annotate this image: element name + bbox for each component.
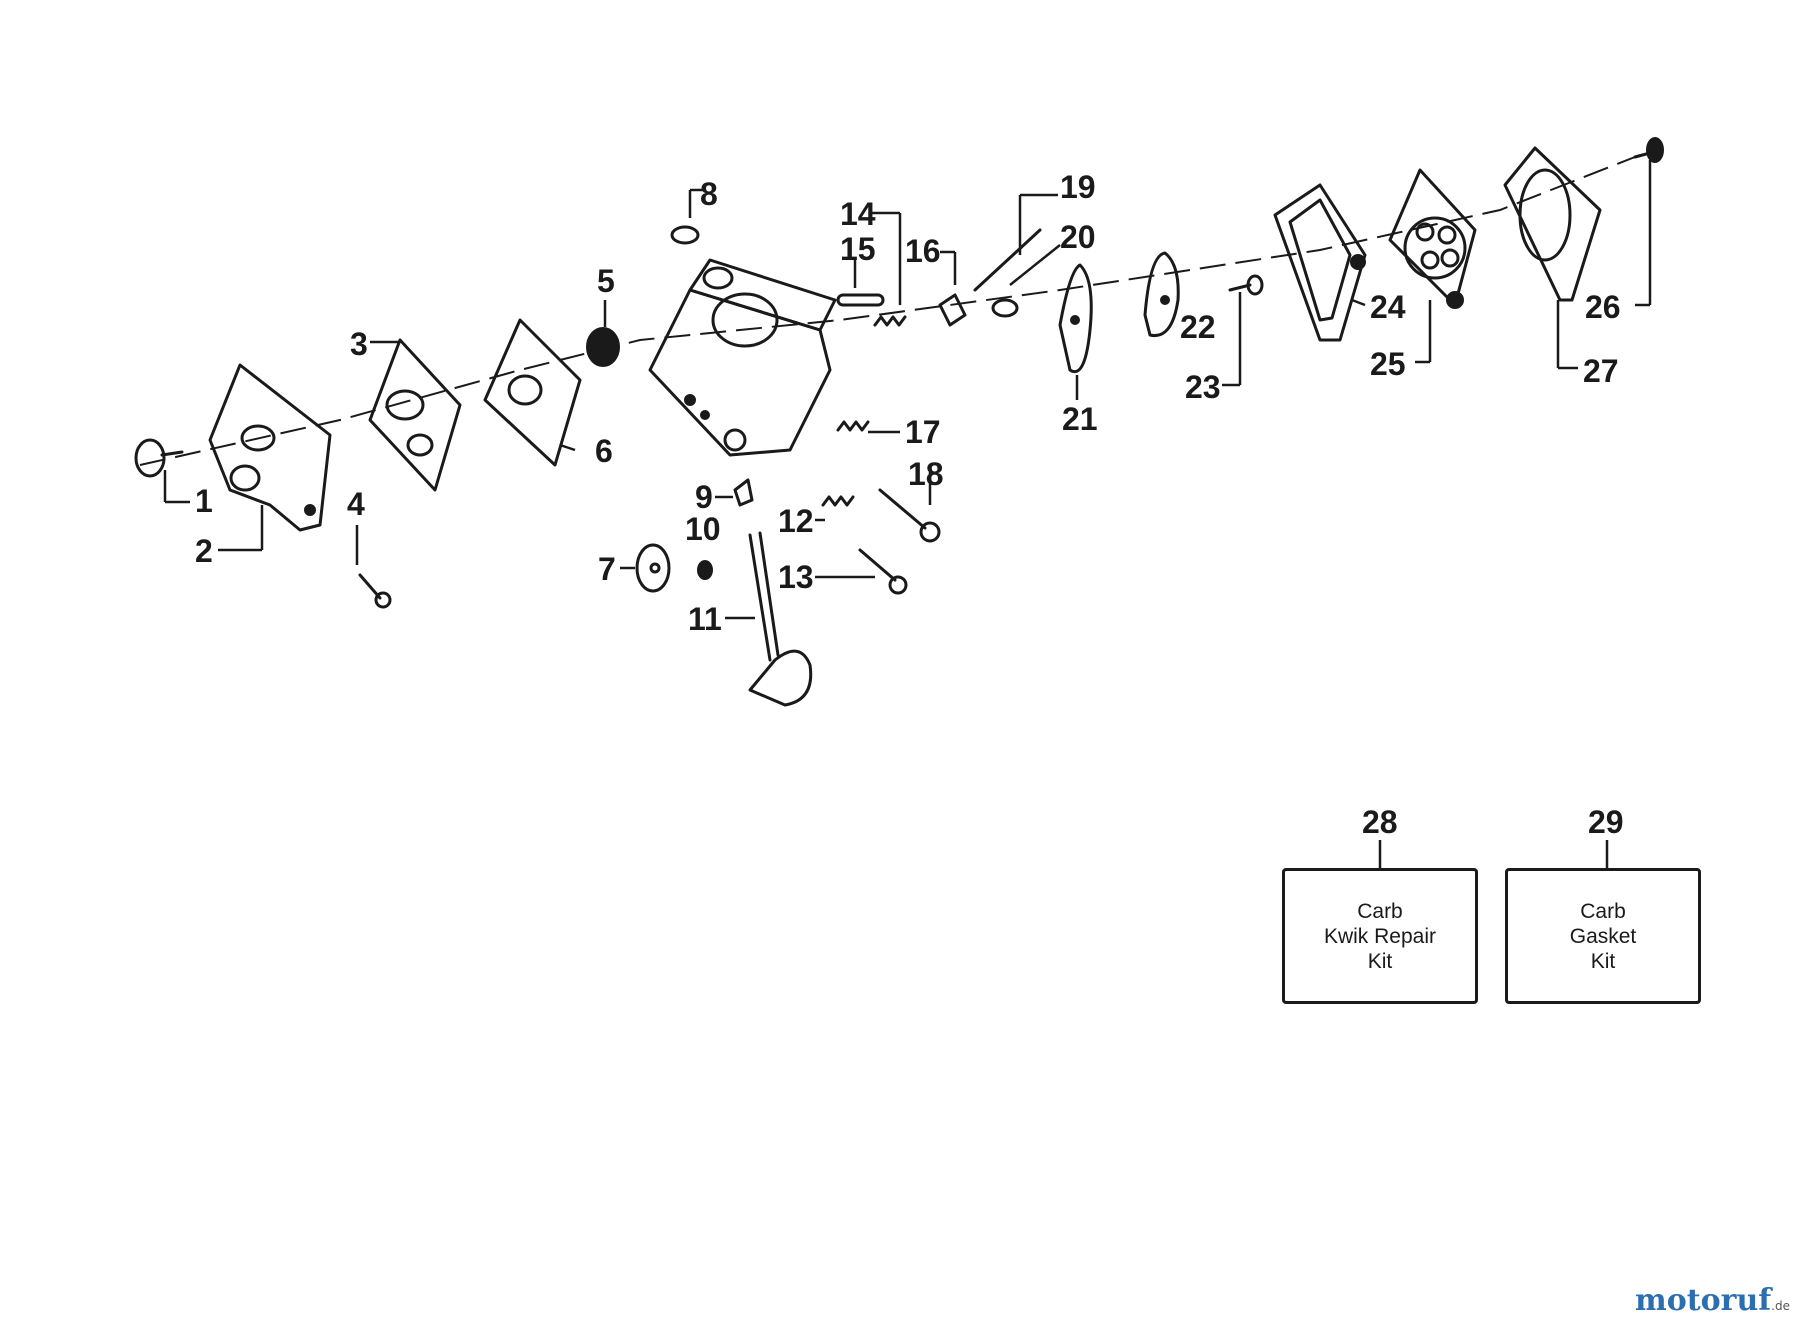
callout-18: 18 [908, 456, 944, 492]
part-26-screw [1633, 137, 1664, 307]
part-9-fitting [715, 478, 754, 507]
part-21-plate [1058, 263, 1093, 400]
callout-1: 1 [195, 483, 213, 519]
part-6-diaphragm [483, 318, 582, 467]
part-1-screw [134, 438, 190, 504]
kit-28-box: Carb Kwik Repair Kit [1282, 868, 1478, 1004]
watermark-logo: motoruf.de [1635, 1283, 1790, 1318]
callout-9: 9 [695, 479, 713, 515]
callout-6: 6 [595, 433, 613, 469]
part-22-plate [1143, 251, 1180, 338]
assembly-axis [139, 154, 1641, 466]
kit-29-box: Carb Gasket Kit [1505, 868, 1701, 1004]
carburetor-body [648, 258, 837, 457]
part-27-cover [1503, 146, 1602, 370]
callout-7: 7 [598, 551, 616, 587]
part-24-gasket [1273, 183, 1367, 342]
part-14-15-pin-spring [836, 211, 907, 327]
callout-10: 10 [685, 511, 721, 547]
callout-17: 17 [905, 414, 941, 450]
kit-29-label: Carb Gasket Kit [1569, 899, 1637, 973]
part-8-clip [670, 188, 703, 245]
callout-4: 4 [347, 486, 365, 522]
callout-labels: 1 2 3 4 5 6 7 8 9 10 11 12 13 14 15 16 1… [195, 169, 1624, 840]
part-5-screen [586, 300, 620, 367]
callout-12: 12 [778, 503, 814, 539]
part-13-idle-screw [815, 548, 908, 595]
callout-14: 14 [840, 196, 876, 232]
callout-29: 29 [1588, 804, 1624, 840]
callout-5: 5 [597, 263, 615, 299]
callout-15: 15 [840, 231, 876, 267]
part-17-spring [836, 420, 900, 434]
callout-26: 26 [1585, 289, 1621, 325]
callout-25: 25 [1370, 346, 1406, 382]
part-3-gasket [368, 338, 462, 492]
callout-23: 23 [1185, 369, 1221, 405]
callout-21: 21 [1062, 401, 1098, 437]
callout-28: 28 [1362, 804, 1398, 840]
callout-20: 20 [1060, 219, 1096, 255]
part-11-throttle-shaft [725, 531, 813, 707]
part-16-lever [938, 250, 967, 327]
callout-24: 24 [1370, 289, 1406, 325]
part-10-plug [697, 560, 713, 580]
callout-11: 11 [688, 601, 722, 637]
part-12-spring [815, 495, 855, 522]
part-19-20-shaft [973, 193, 1061, 318]
callout-22: 22 [1180, 309, 1216, 345]
part-4-screw [355, 525, 392, 609]
callout-2: 2 [195, 533, 213, 569]
part-7-disc [620, 543, 671, 593]
kit-28-label: Carb Kwik Repair Kit [1323, 899, 1437, 973]
part-18-mixture-screw [878, 470, 941, 543]
part-25-pump-body [1388, 168, 1477, 364]
callout-27: 27 [1583, 353, 1619, 389]
part-23-screw [1222, 274, 1264, 387]
callout-19: 19 [1060, 169, 1096, 205]
callout-8: 8 [700, 176, 718, 212]
callout-16: 16 [905, 233, 941, 269]
part-2-pump-cover [208, 363, 332, 552]
callout-3: 3 [350, 326, 368, 362]
callout-13: 13 [778, 559, 814, 595]
